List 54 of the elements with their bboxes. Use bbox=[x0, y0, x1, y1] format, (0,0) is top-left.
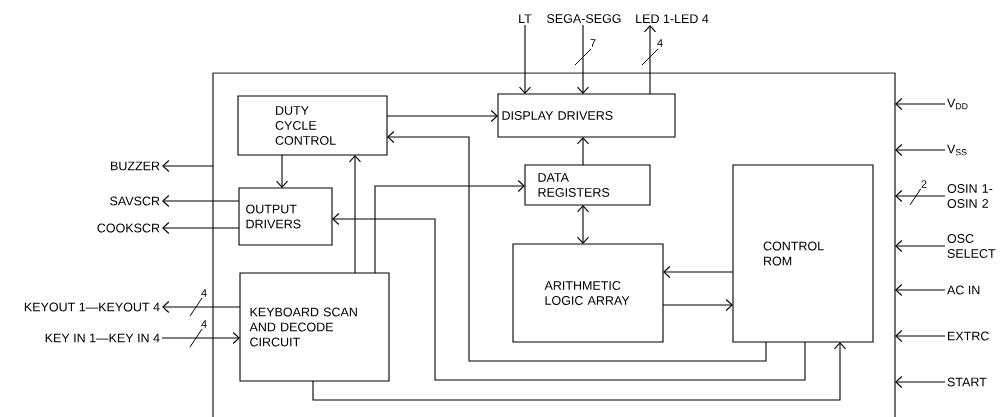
arrow bbox=[895, 239, 946, 253]
signal-label: LT bbox=[519, 14, 532, 23]
block-box: DUTY CYCLE CONTROL bbox=[237, 95, 388, 156]
block-box: CONTROL ROM bbox=[732, 164, 874, 343]
arrow bbox=[161, 328, 240, 348]
signal-label: SEGA-SEGG bbox=[547, 14, 621, 23]
arrow bbox=[374, 179, 525, 274]
block-box: ARITHMETIC LOGIC ARRAY bbox=[512, 243, 664, 343]
signal-label: AC IN bbox=[947, 285, 980, 295]
arrow bbox=[387, 130, 767, 362]
arrow bbox=[576, 205, 590, 244]
signal-label: EXTRC bbox=[948, 331, 989, 341]
arrow bbox=[348, 155, 362, 274]
arrow bbox=[162, 194, 240, 208]
block-box: KEYBOARD SCAN AND DECODE CIRCUIT bbox=[239, 272, 390, 382]
arrow bbox=[663, 265, 734, 279]
signal-label: COOKSCR bbox=[97, 223, 160, 233]
arrow bbox=[895, 329, 946, 343]
block-box: DATA REGISTERS bbox=[524, 164, 651, 206]
arrow bbox=[895, 186, 946, 206]
signal-label: SAVSCR bbox=[110, 196, 160, 206]
arrow bbox=[386, 109, 498, 123]
arrow bbox=[662, 298, 733, 312]
arrow bbox=[895, 143, 946, 157]
arrow bbox=[895, 375, 946, 389]
edge-label: 7 bbox=[588, 38, 598, 48]
arrow bbox=[162, 297, 241, 317]
arrow bbox=[518, 24, 532, 94]
edge-label: 4 bbox=[655, 38, 665, 48]
signal-label: V$_{SS}$ bbox=[947, 144, 967, 156]
signal-label: START bbox=[947, 377, 987, 387]
signal-label: V$_{DD}$ bbox=[947, 98, 968, 110]
signal-label: KEYOUT 1—KEYOUT 4 bbox=[24, 302, 160, 312]
signal-label: OSC SELECT bbox=[947, 234, 996, 258]
block-box: OUTPUT DRIVERS bbox=[238, 187, 333, 246]
edge-label: 2 bbox=[919, 179, 929, 189]
arrow bbox=[576, 137, 590, 166]
arrow bbox=[312, 342, 847, 401]
signal-label: BUZZER bbox=[111, 161, 160, 171]
block-box: DISPLAY DRIVERS bbox=[497, 93, 676, 138]
arrow bbox=[162, 221, 240, 235]
signal-label: KEY IN 1—KEY IN 4 bbox=[45, 333, 160, 343]
arrow bbox=[895, 283, 946, 297]
signal-label: OSIN 1- OSIN 2 bbox=[947, 184, 993, 208]
arrow bbox=[162, 159, 214, 173]
chip-outline bbox=[212, 72, 896, 417]
arrow bbox=[332, 212, 806, 381]
arrow bbox=[275, 154, 289, 188]
edge-label: 4 bbox=[199, 319, 209, 329]
signal-label: LED 1-LED 4 bbox=[636, 14, 709, 23]
arrow bbox=[895, 97, 946, 111]
edge-label: 4 bbox=[199, 288, 209, 298]
arrow bbox=[641, 25, 659, 95]
arrow bbox=[574, 24, 592, 94]
